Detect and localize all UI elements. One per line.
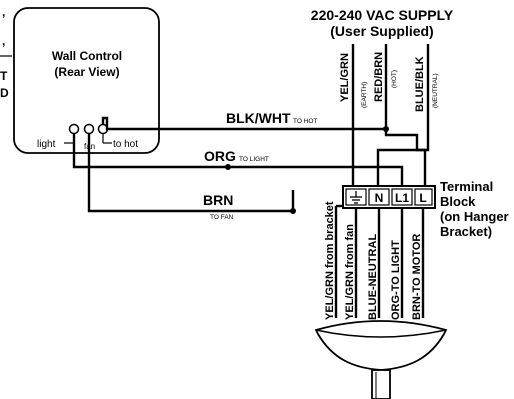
wire-hot-to-terminal: [384, 118, 427, 187]
wire-org: [72, 134, 404, 187]
terminal-block-label-3: (on Hanger: [440, 209, 509, 224]
terminal-label-hot: to hot: [113, 139, 138, 150]
terminal-block-label-2: Block: [440, 194, 476, 209]
wall-control-subtitle: (Rear View): [54, 65, 119, 79]
wire-sub-brn: TO FAN: [210, 214, 234, 221]
left-edge-text-3: T: [0, 69, 8, 83]
supply-wire-sub-earth: (EARTH): [361, 82, 368, 108]
junction-org: [225, 164, 231, 170]
wire-sub-org: TO LIGHT: [239, 156, 269, 163]
wire-sub-blk-wht: TO HOT: [293, 118, 317, 125]
supply-wire-sub-hot: (HOT): [391, 70, 398, 88]
terminal-label-l: L: [419, 191, 426, 205]
fan-wire-label-1: YEL/GRN from fan: [344, 224, 356, 320]
terminal-cell-n: [368, 188, 390, 206]
terminal-label-l1: L1: [395, 191, 409, 205]
wire-brn: [87, 134, 295, 213]
terminal-block: N L1 L: [342, 185, 436, 209]
supply-wire-label-hot: RED/BRN: [373, 52, 385, 102]
earth-ground-icon: [350, 191, 362, 204]
junction-brn: [290, 208, 296, 214]
wall-control: Wall Control (Rear View) light fan to ho…: [13, 7, 160, 154]
wire-label-org: ORG: [204, 148, 236, 164]
left-edge-text-2: ,: [2, 34, 5, 48]
canopy-bowl: [314, 320, 448, 371]
fan-canopy: [314, 320, 448, 399]
left-edge-text-4: D: [0, 86, 9, 100]
wire-label-blk-wht: BLK/WHT: [226, 110, 291, 126]
terminal-screw-light: [68, 123, 80, 135]
supply-subtitle: (User Supplied): [330, 23, 433, 39]
supply-wire-label-neutral: BLUE/BLK: [414, 56, 426, 112]
terminal-label-light: light: [37, 139, 56, 150]
terminal-cell-l1: [391, 188, 413, 206]
downrod: [371, 369, 391, 399]
supply-title: 220-240 VAC SUPPLY: [311, 7, 454, 23]
terminal-block-label-4: Bracket): [440, 224, 492, 239]
wire-blk-wht: [101, 116, 386, 131]
terminal-block-label-1: Terminal: [440, 179, 493, 194]
wall-control-box: [13, 7, 160, 154]
terminal-screw-fan: [83, 123, 95, 135]
fan-wire-label-2: BLUE-NEUTRAL: [367, 234, 379, 320]
terminal-label-n: N: [375, 191, 384, 205]
canopy-rim: [315, 329, 447, 338]
terminal-cell-l: [414, 188, 433, 206]
wire-label-brn: BRN: [203, 192, 233, 208]
supply-wire-sub-neutral: (NEUTRAL): [432, 73, 439, 108]
wire-neutral-to-terminal: [376, 118, 430, 187]
wall-control-title: Wall Control: [52, 49, 122, 63]
left-edge-text-1: ,: [2, 5, 5, 19]
fan-wire-label-3: ORG-TO LIGHT: [390, 240, 402, 320]
supply-wire-label-earth: YEL/GRN: [339, 53, 351, 102]
fan-wire-label-0: YEL/GRN from bracket: [324, 201, 336, 320]
fan-wire-label-4: BRN-TO MOTOR: [411, 234, 423, 320]
